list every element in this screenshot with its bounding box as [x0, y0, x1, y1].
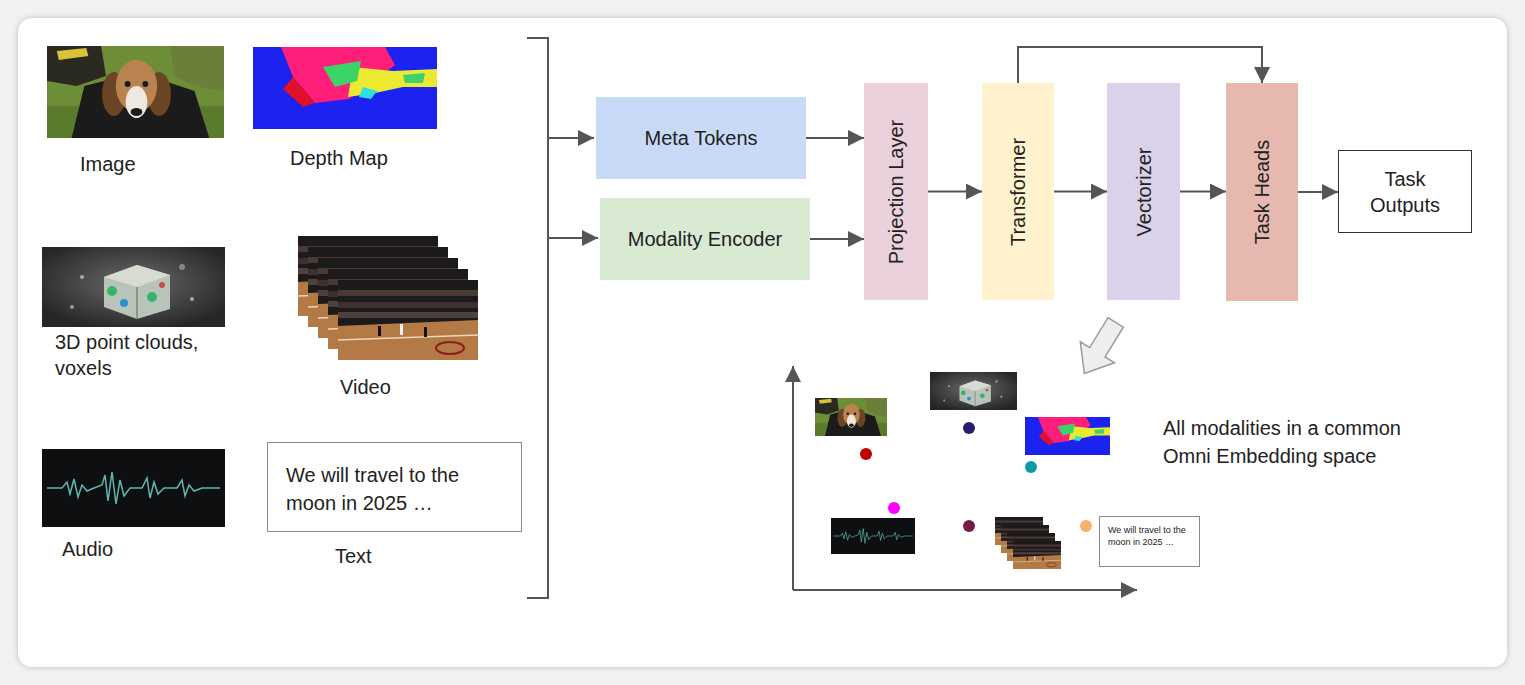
point-cloud-thumbnail — [930, 372, 1017, 410]
video-thumbnail — [995, 517, 1061, 569]
flow-arrow — [1018, 47, 1262, 83]
node-text: Projection Layer — [883, 119, 909, 264]
flow-arrow — [1054, 191, 1107, 193]
process-box: Modality Encoder — [600, 198, 810, 280]
process-box: Meta Tokens — [596, 97, 806, 179]
flow-arrow — [1298, 191, 1338, 193]
modality-label: Audio — [62, 536, 113, 562]
text-input-box: We will travel to the moon in 2025 … — [267, 442, 522, 532]
image-picture — [47, 46, 224, 138]
hollow-arrow — [1067, 312, 1132, 384]
flow-arrow — [810, 238, 864, 240]
modality-label: Text — [335, 543, 372, 569]
modality-label: 3D point clouds, voxels — [55, 329, 230, 381]
plot-axis — [793, 589, 1137, 591]
node-text: We will travel to the moon in 2025 … — [1108, 524, 1193, 548]
node-text: Meta Tokens — [644, 125, 757, 151]
video-frames — [298, 236, 478, 360]
plot-axis — [792, 366, 794, 590]
node-text: Task Heads — [1249, 140, 1275, 245]
flow-arrow — [1180, 191, 1226, 193]
modality-label: Depth Map — [290, 145, 388, 171]
depth-thumbnail — [1025, 417, 1110, 455]
bracket-arrow — [548, 237, 598, 239]
node-text: Vectorizer — [1131, 147, 1157, 236]
input-bracket — [527, 38, 548, 598]
node-text: Task Outputs — [1360, 166, 1450, 218]
modality-label: Video — [340, 374, 391, 400]
embedding-dot — [888, 502, 900, 514]
embedding-dot — [963, 422, 975, 434]
layer-block: Projection Layer — [864, 83, 928, 300]
image-thumbnail — [815, 398, 887, 436]
audio-thumbnail — [831, 518, 915, 554]
flow-arrow — [928, 191, 982, 193]
embedding-dot — [860, 448, 872, 460]
node-text: Transformer — [1005, 137, 1031, 245]
plot-caption: All modalities in a common Omni Embeddin… — [1163, 414, 1453, 470]
embedding-dot — [1080, 520, 1092, 532]
modality-label: Image — [80, 151, 136, 177]
layer-block: Transformer — [982, 83, 1054, 300]
embedding-dot — [1025, 461, 1037, 473]
bracket-arrow — [548, 137, 594, 139]
layer-block: Vectorizer — [1107, 83, 1180, 300]
flow-arrow — [806, 137, 864, 139]
layer-block: Task Heads — [1226, 83, 1298, 301]
embedding-dot — [963, 520, 975, 532]
output-box: Task Outputs — [1338, 150, 1472, 233]
audio-waveform — [42, 449, 225, 527]
text-thumbnail-box: We will travel to the moon in 2025 … — [1099, 516, 1200, 567]
depth-map-picture — [253, 47, 437, 129]
node-text: Modality Encoder — [628, 226, 783, 252]
node-text: We will travel to the moon in 2025 … — [286, 461, 507, 517]
point-cloud-picture — [42, 247, 225, 327]
